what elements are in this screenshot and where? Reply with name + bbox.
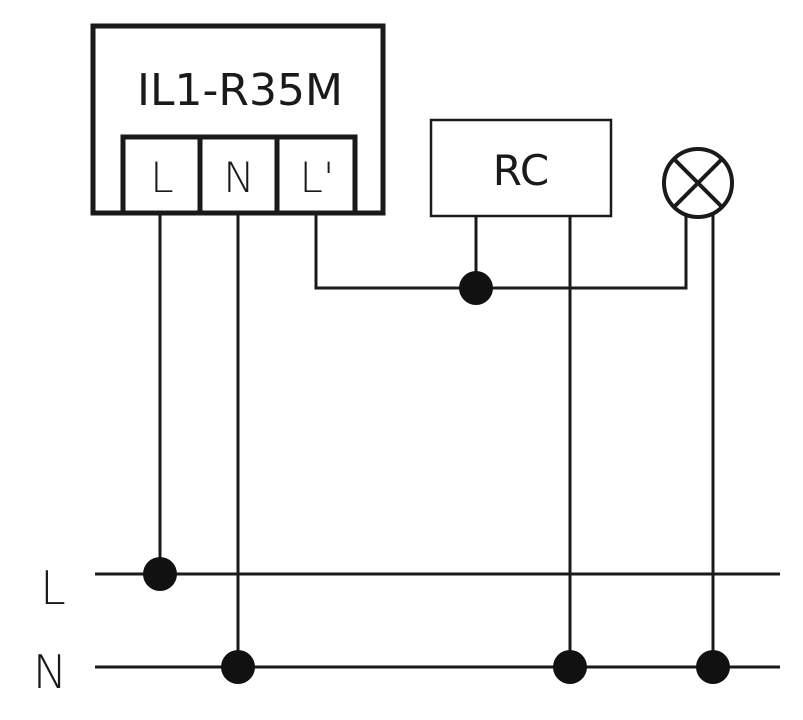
terminal-n-label: N [223,153,254,202]
junction-dot-l-bus [143,557,177,591]
module-name: IL1-R35M [137,65,343,116]
rc-label: RC [493,146,549,195]
junction-dot-rc [459,271,493,305]
bus-n-label: N [33,645,67,699]
lamp-icon [662,147,734,219]
rc-box [429,118,613,218]
bus-l-label: L [40,561,66,615]
terminal-block [120,134,358,216]
wire-switched-line [314,210,688,290]
junction-dot-n-bus-module [221,650,255,684]
terminal-lprime-label: L' [300,153,335,202]
terminal-l-label: L [150,153,173,202]
junction-dot-n-bus-lamp [696,650,730,684]
junction-dot-n-bus-rc [553,650,587,684]
